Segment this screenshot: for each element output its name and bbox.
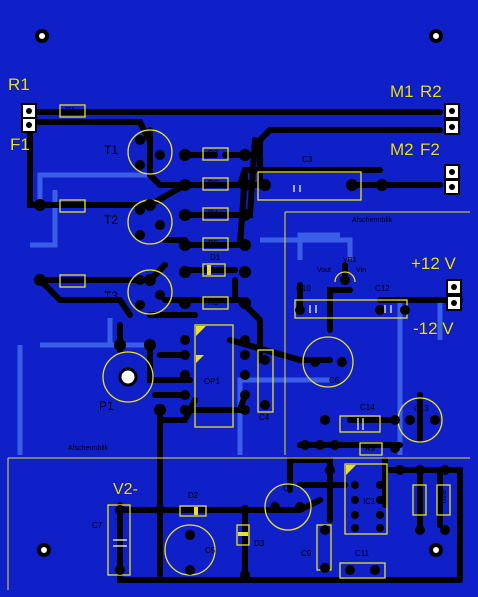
- label-d1: D1: [210, 253, 221, 262]
- pads: [34, 135, 450, 580]
- connector-label-f2: F2: [420, 140, 440, 159]
- label-t1: T1: [104, 143, 119, 157]
- label-r8: R8: [208, 298, 219, 307]
- label-r9: R9: [365, 444, 376, 453]
- connector-label-f1: F1: [10, 135, 30, 154]
- label-shield-2: Afschermblik: [68, 445, 109, 452]
- connector-label-plus12: +12 V: [411, 254, 456, 273]
- label-vout: Vout: [317, 267, 332, 274]
- label-c6: C6: [329, 376, 340, 385]
- label-c14: C14: [360, 403, 375, 412]
- label-c10: C10: [296, 284, 311, 293]
- label-c9: C9: [301, 549, 312, 558]
- connector-label-m2: M2: [390, 140, 414, 159]
- connector-pads: [21, 103, 462, 311]
- label-vin: Vin: [356, 267, 366, 274]
- label-r6: R6: [208, 179, 219, 188]
- label-r11: R11: [415, 490, 422, 503]
- mounting-holes: [35, 29, 443, 557]
- label-r7: R7: [65, 276, 76, 285]
- label-r2: R2: [208, 149, 219, 158]
- label-r10: R10: [439, 490, 446, 503]
- label-d2: D2: [188, 491, 199, 500]
- label-p1: P1: [99, 399, 114, 413]
- shield-outlines: [7, 211, 470, 590]
- connector-label-r2: R2: [420, 82, 442, 101]
- label-op1: OP1: [204, 377, 221, 386]
- label-r1: R1: [65, 106, 76, 115]
- label-shield-1: Afschermblik: [352, 217, 393, 224]
- connector-label-v2: V2-: [113, 481, 138, 498]
- label-c4: C4: [259, 413, 270, 422]
- label-r4: R4: [208, 209, 219, 218]
- label-ic1: IC1: [363, 497, 376, 506]
- label-t3: T3: [104, 289, 119, 303]
- connector-label-r1: R1: [8, 75, 30, 94]
- label-t2: T2: [104, 213, 119, 227]
- label-c11: C11: [355, 549, 370, 558]
- connector-label-minus12: -12 V: [413, 319, 454, 338]
- label-c3: C3: [302, 155, 313, 164]
- connector-label-m1: M1: [390, 82, 414, 101]
- label-r3: R3: [65, 201, 76, 210]
- cap-bodies: [113, 185, 392, 547]
- label-d3: D3: [254, 539, 265, 548]
- label-c12: C12: [375, 284, 390, 293]
- label-c5: C5: [205, 546, 216, 555]
- label-r5: R5: [208, 239, 219, 248]
- pin1-marks: [194, 265, 356, 536]
- label-c8: C8: [283, 484, 294, 493]
- p1-knob: [118, 367, 138, 387]
- label-c7: C7: [92, 521, 103, 530]
- label-vr1: VR1: [343, 257, 357, 264]
- label-c13: C13: [414, 404, 429, 413]
